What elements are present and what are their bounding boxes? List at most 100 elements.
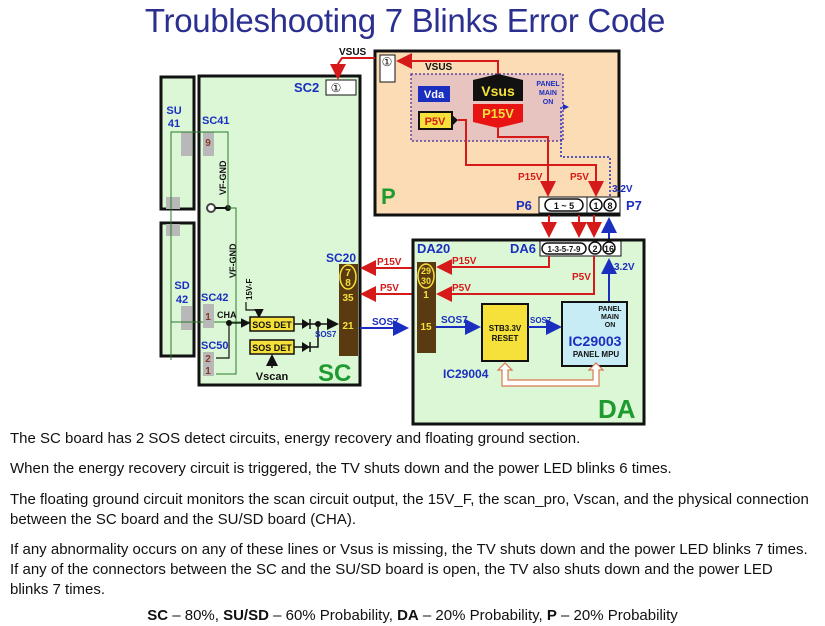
sd-label-2: 42 (176, 294, 188, 306)
prob-da-value: – 20% Probability, (418, 607, 547, 624)
diode-icon (302, 319, 310, 329)
p15v-block (473, 104, 523, 122)
ground-terminal-icon (206, 203, 216, 213)
p6-pin-b: 1 (593, 201, 598, 211)
prob-sc-label: SC (147, 607, 169, 624)
p15v-link-label: P15V (377, 257, 402, 268)
sd-board (159, 221, 196, 358)
sc41-pin: 9 (205, 138, 211, 149)
sc20-pin-c: 35 (342, 293, 354, 304)
vsus-top-label: VSUS (339, 47, 367, 58)
sos7-da-label: SOS7 (441, 315, 468, 326)
description-paragraph-2: When the energy recovery circuit is trig… (10, 460, 672, 477)
p15v-da-label: P15V (452, 256, 477, 267)
prob-p-label: P (546, 607, 557, 624)
vf-gnd-label-2: VF-GND (228, 243, 238, 278)
sc2-connector (325, 79, 357, 96)
p15v-p-label: P15V (518, 172, 543, 183)
stb-label-2: RESET (492, 334, 519, 343)
sos-det-1-label: SOS DET (252, 320, 292, 330)
circuit-diagram: SU 41 SD 42 SC2 ① SC41 9 VF-GND VF-GND S… (159, 47, 646, 426)
sc20-pin-b: 8 (345, 278, 351, 289)
v32-da-label: 3.2V (614, 262, 635, 273)
sc20-pin-a: 7 (345, 268, 351, 279)
sc-board (197, 74, 362, 387)
su-label-2: 41 (168, 118, 180, 130)
p5v-label: P5V (425, 116, 446, 128)
stb-label-1: STB3.3V (489, 324, 522, 333)
sc42-label: SC42 (201, 292, 229, 304)
ic29003-label: IC29003 (569, 333, 622, 349)
sc50-pin-b: 1 (205, 366, 211, 377)
stb-reset-block (481, 303, 529, 362)
sos7-ic-label: SOS7 (530, 316, 552, 325)
sc2-label: SC2 (294, 80, 319, 95)
probability-summary: SC – 80%, SU/SD – 60% Probability, DA – … (0, 607, 825, 624)
p-board-label: P (381, 184, 396, 209)
v32-p-label: 3.2V (612, 184, 633, 195)
sc20-label: SC20 (326, 251, 356, 265)
vsus-label: Vsus (481, 83, 515, 99)
panel-main-on-p-1: PANEL (536, 81, 560, 88)
p5v-link-label: P5V (380, 283, 399, 294)
sd-label-1: SD (174, 280, 189, 292)
ic29003-panel-2: MAIN (601, 314, 619, 321)
sc42-pin: 1 (205, 312, 211, 323)
sc2-pin: ① (331, 81, 342, 95)
da20-pin-a: 29 (421, 266, 431, 276)
su-label-1: SU (166, 105, 181, 117)
sos7-sc-label: SOS7 (315, 330, 337, 339)
vscan-label: Vscan (256, 371, 289, 383)
page-title: Troubleshooting 7 Blinks Error Code (144, 2, 666, 39)
panel-main-on-p-3: ON (543, 99, 554, 106)
prob-sc-value: – 80%, (168, 607, 224, 624)
diode-icon (302, 342, 310, 352)
da20-pin-c: 1 (423, 290, 429, 301)
da-board-label: DA (598, 394, 636, 424)
ic29003-block (561, 301, 628, 367)
da6-pin-b: 2 (592, 244, 597, 254)
description-paragraph-4: If any abnormality occurs on any of thes… (10, 541, 808, 598)
vda-label: Vda (424, 89, 445, 101)
description-paragraph-3: The floating ground circuit monitors the… (10, 491, 809, 528)
vsus-block (473, 80, 523, 101)
prob-p-value: – 20% Probability (556, 607, 678, 624)
p5v-p-label: P5V (570, 172, 589, 183)
p6-label: P6 (516, 198, 532, 213)
ic29003-panel-3: ON (605, 322, 616, 329)
cha-label: CHA (217, 310, 237, 320)
da6-label: DA6 (510, 241, 536, 256)
p5v-da-vert-label: P5V (572, 272, 591, 283)
description-paragraph-1: The SC board has 2 SOS detect circuits, … (10, 430, 581, 447)
vf-gnd-label-1: VF-GND (218, 160, 228, 195)
p7-pin: 8 (607, 201, 612, 211)
p5v-da-label: P5V (452, 283, 471, 294)
ic29003-panel-1: PANEL (598, 306, 622, 313)
vda-block (418, 86, 450, 102)
ic29003-sub-label: PANEL MPU (573, 350, 620, 359)
v15f-label: 15V-F (245, 279, 254, 300)
prob-susd-label: SU/SD (223, 607, 269, 624)
da20-pin-d: 15 (420, 322, 432, 333)
p15v-label: P15V (482, 106, 514, 121)
da6-pin-c: 16 (604, 244, 614, 254)
prob-susd-value: – 60% Probability, (268, 607, 398, 624)
sc20-pin-d: 21 (342, 321, 354, 332)
bus-arrow-icon (496, 362, 605, 387)
sos7-link-label: SOS7 (372, 317, 399, 328)
p7-label: P7 (626, 198, 642, 213)
p-vsus-pin: ① (382, 55, 393, 69)
sc-board-label: SC (318, 360, 351, 387)
da6-pins-a: 1-3-5-7-9 (548, 245, 581, 254)
vsus-inner-label: VSUS (425, 62, 453, 73)
prob-da-label: DA (397, 607, 419, 624)
da20-label: DA20 (417, 241, 450, 256)
sc50-label: SC50 (201, 340, 229, 352)
sc41-label: SC41 (202, 115, 230, 127)
p6-pins-a: 1 ~ 5 (554, 201, 574, 211)
sos-det-2-label: SOS DET (252, 343, 292, 353)
da20-pin-b: 30 (421, 276, 431, 286)
sc50-pin-a: 2 (205, 354, 211, 365)
panel-main-on-p-2: MAIN (539, 90, 557, 97)
ic29004-label: IC29004 (443, 367, 489, 381)
